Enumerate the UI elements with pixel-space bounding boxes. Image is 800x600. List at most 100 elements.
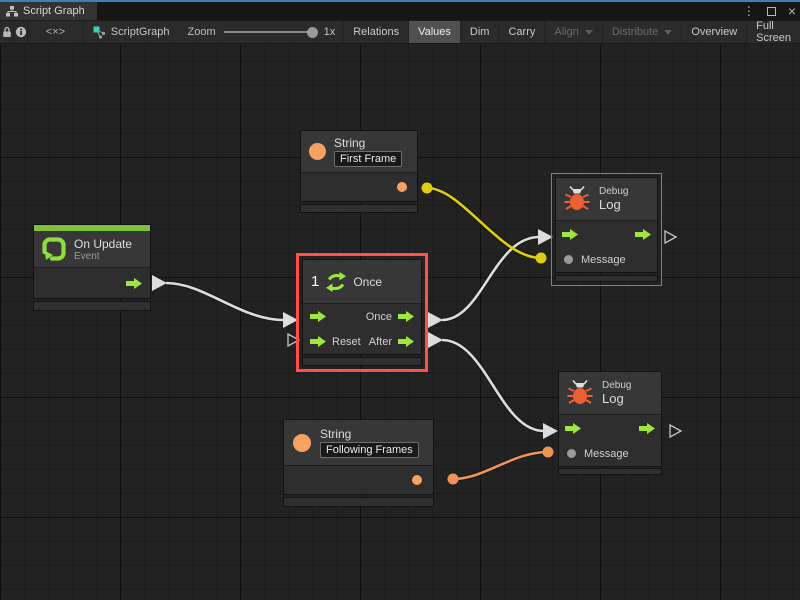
once-output-label: Once	[365, 310, 392, 323]
node-debug-log-top[interactable]: Debug Log Message	[555, 177, 658, 282]
wire-onupdate-to-once[interactable]	[165, 281, 285, 322]
chevron-down-icon	[584, 29, 593, 35]
flow-output-port[interactable]	[398, 336, 414, 347]
message-label: Message	[584, 447, 629, 460]
once-reset-port-triangle[interactable]	[287, 332, 301, 348]
node-footer	[33, 301, 151, 311]
flow-input-port[interactable]	[310, 311, 326, 322]
string-type-icon	[293, 433, 311, 452]
flow-start-triangle	[152, 275, 167, 291]
wire-once-to-debug-bottom[interactable]	[441, 338, 545, 433]
node-kicker: Debug	[602, 380, 632, 391]
once-cycle-icon	[326, 271, 347, 292]
node-title: String	[320, 427, 352, 441]
node-on-update[interactable]: On Update Event	[33, 224, 151, 311]
flow-output-port[interactable]	[398, 311, 414, 322]
bug-icon	[564, 185, 590, 210]
values-button[interactable]: Values	[408, 21, 460, 43]
info-button[interactable]	[14, 21, 29, 43]
flow-output-port[interactable]	[126, 277, 142, 289]
node-title: String	[334, 136, 366, 150]
code-view-glyph: <×>	[45, 26, 66, 38]
string-output-port[interactable]	[412, 475, 422, 485]
zoom-slider-handle[interactable]	[306, 27, 318, 38]
flow-output-port[interactable]	[639, 422, 655, 434]
align-dropdown[interactable]: Align	[544, 21, 601, 43]
zoom-value: 1x	[323, 26, 336, 38]
node-string-following[interactable]: String Following Frames	[283, 419, 434, 507]
toolbar-buttons: Relations Values Dim Carry Align Distrib…	[343, 20, 800, 44]
dim-button[interactable]: Dim	[459, 21, 499, 43]
wire-string-to-debug-top[interactable]	[426, 186, 542, 260]
distribute-dropdown[interactable]: Distribute	[601, 21, 681, 43]
focus-highlight-line	[0, 0, 800, 2]
node-title: Once	[353, 274, 383, 289]
string-value-field[interactable]: Following Frames	[320, 442, 419, 458]
zoom-slider-track	[223, 31, 316, 33]
node-footer	[300, 204, 418, 213]
orange-wire-endpoint	[447, 473, 459, 485]
message-input-port[interactable]	[564, 255, 573, 264]
window-menu-icon[interactable]: ⋮	[742, 4, 755, 18]
reset-input-label: Reset	[332, 335, 361, 348]
node-subtitle: Event	[74, 250, 100, 262]
debug-bottom-out-triangle[interactable]	[669, 423, 683, 439]
fullscreen-button[interactable]: Full Screen	[746, 20, 800, 44]
info-icon	[15, 26, 26, 38]
message-input-port[interactable]	[567, 449, 576, 458]
graph-reference[interactable]: ScriptGraph	[84, 21, 180, 43]
flow-start-triangle	[428, 312, 443, 328]
flow-output-port[interactable]	[635, 228, 651, 240]
string-output-port[interactable]	[397, 182, 407, 192]
carry-button[interactable]: Carry	[498, 21, 544, 43]
graph-name-label: ScriptGraph	[110, 26, 170, 38]
chevron-down-icon	[664, 29, 673, 35]
close-icon[interactable]: ×	[787, 3, 796, 19]
node-title: Log	[599, 197, 621, 212]
graph-tab-icon	[6, 5, 18, 16]
node-title: On Update	[74, 236, 133, 251]
graph-canvas[interactable]: String First Frame	[0, 44, 800, 600]
overview-button[interactable]: Overview	[681, 21, 746, 43]
node-once[interactable]: 1 Once Once	[302, 259, 422, 366]
lock-button[interactable]	[0, 21, 15, 43]
relations-button[interactable]: Relations	[343, 21, 408, 43]
node-title: Log	[602, 391, 624, 406]
node-footer	[302, 357, 422, 366]
wire-once-to-debug-top[interactable]	[441, 235, 540, 322]
flow-input-port[interactable]	[310, 336, 326, 347]
orange-wire-endpoint	[542, 446, 554, 458]
maximize-icon[interactable]	[766, 6, 776, 16]
yellow-wire-endpoint	[421, 182, 433, 194]
yellow-wire-endpoint	[535, 252, 547, 264]
zoom-control: Zoom 1x	[179, 21, 343, 43]
flow-input-port[interactable]	[565, 422, 581, 434]
flow-input-port[interactable]	[562, 228, 578, 240]
tab-bar: Script Graph ⋮ ×	[0, 2, 800, 20]
tab-title: Script Graph	[23, 5, 85, 17]
string-type-icon	[309, 143, 326, 160]
zoom-slider[interactable]	[223, 26, 318, 38]
graph-toolbar: <×> ScriptGraph Zoom 1x Relations Values…	[0, 20, 800, 44]
node-kicker: Debug	[599, 186, 629, 197]
lock-icon	[2, 26, 11, 37]
flow-end-arrow	[283, 312, 298, 328]
wires-layer	[152, 182, 683, 485]
zoom-label: Zoom	[187, 26, 216, 38]
wire-string-to-debug-bottom[interactable]	[452, 450, 549, 481]
flow-start-triangle	[428, 332, 443, 348]
tab-script-graph[interactable]: Script Graph	[0, 2, 97, 20]
string-value-field[interactable]: First Frame	[334, 151, 403, 167]
node-footer	[283, 497, 434, 507]
code-view-button[interactable]: <×>	[28, 21, 84, 43]
node-debug-log-bottom[interactable]: Debug Log Message	[558, 371, 662, 475]
on-update-icon	[42, 237, 66, 261]
message-label: Message	[581, 253, 626, 266]
flow-end-arrow	[538, 229, 553, 245]
node-string-first[interactable]: String First Frame	[300, 130, 418, 213]
flow-end-arrow	[543, 423, 558, 439]
debug-top-out-triangle[interactable]	[664, 229, 678, 245]
once-count-badge: 1	[311, 273, 320, 290]
event-color-bar	[34, 225, 150, 231]
